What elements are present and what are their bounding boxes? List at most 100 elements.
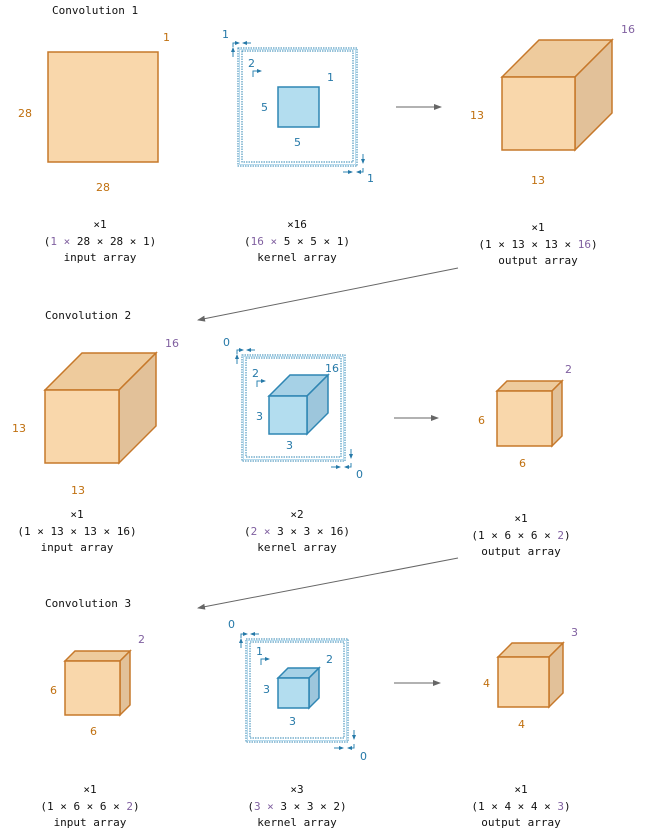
kernel-padding-frame [241, 354, 346, 462]
shape-segment: (1 × 13 × 13 × [478, 238, 577, 251]
section-title: Convolution 2 [45, 309, 131, 322]
input-height-label: 28 [18, 107, 32, 120]
shape-segment: (1 × 6 × 6 × [40, 800, 126, 813]
output-width-label: 6 [519, 457, 526, 470]
output-array-shape [496, 641, 565, 709]
input-width-label: 28 [96, 181, 110, 194]
input-multiplier: ×1 [93, 218, 106, 231]
shape-segment: 2 [126, 800, 133, 813]
shape-segment: 28 × 28 × 1) [70, 235, 156, 248]
output-height-label: 13 [470, 109, 484, 122]
input-caption: input array [54, 816, 127, 829]
input-array-shape [47, 51, 159, 163]
output-depth-label: 3 [571, 626, 578, 639]
kernel-shape-text: (3 × 3 × 3 × 2) [247, 800, 346, 813]
kernel-pad-label: 0 [223, 336, 230, 349]
output-multiplier: ×1 [531, 221, 544, 234]
kernel-pad_end-label: 0 [356, 468, 363, 481]
output-multiplier: ×1 [514, 783, 527, 796]
shape-segment: 2 [557, 529, 564, 542]
input-shape-text: (1 × 28 × 28 × 1) [44, 235, 157, 248]
output-shape-text: (1 × 13 × 13 × 16) [478, 238, 597, 251]
input-width-label: 13 [71, 484, 85, 497]
shape-segment: 3 [557, 800, 564, 813]
kernel-height-label: 3 [263, 683, 270, 696]
kernel-pad_end-label: 0 [360, 750, 367, 763]
kernel-depth-label: 1 [327, 71, 334, 84]
next-section-arrow [197, 267, 459, 322]
kernel-array-shape [277, 86, 320, 128]
kernel-width-label: 3 [286, 439, 293, 452]
next-section-arrow [197, 557, 459, 610]
kernel-caption: kernel array [257, 816, 337, 829]
kernel-width-label: 5 [294, 136, 301, 149]
output-height-label: 4 [483, 677, 490, 690]
output-width-label: 4 [518, 718, 525, 731]
kernel-array-shape [276, 666, 321, 710]
input-height-label: 13 [12, 422, 26, 435]
input-multiplier: ×1 [83, 783, 96, 796]
shape-segment: ( [247, 800, 254, 813]
input-depth-label: 2 [138, 633, 145, 646]
kernel-height-label: 5 [261, 101, 268, 114]
output-shape-text: (1 × 4 × 4 × 3) [471, 800, 570, 813]
section-title: Convolution 3 [45, 597, 131, 610]
output-array-shape [500, 38, 614, 152]
section-title: Convolution 1 [52, 4, 138, 17]
shape-segment: (1 × 6 × 6 × [471, 529, 557, 542]
kernel-depth-label: 2 [326, 653, 333, 666]
shape-segment: ) [564, 529, 571, 542]
input-depth-label: 16 [165, 337, 179, 350]
kernel-pad_end-label: 1 [367, 172, 374, 185]
kernel-caption: kernel array [257, 251, 337, 264]
output-width-label: 13 [531, 174, 545, 187]
shape-segment: ) [591, 238, 598, 251]
kernel-array-shape [267, 373, 330, 436]
input-depth-label: 1 [163, 31, 170, 44]
shape-segment: 1 × [50, 235, 70, 248]
kernel-padding-frame [245, 638, 349, 743]
input-multiplier: ×1 [70, 508, 83, 521]
kernel-width-label: 3 [289, 715, 296, 728]
shape-segment: ( [244, 525, 251, 538]
output-array-shape [495, 379, 564, 448]
input-array-shape [63, 649, 132, 717]
shape-segment: 2 × [251, 525, 271, 538]
kernel-multiplier: ×2 [290, 508, 303, 521]
padding-stride-arrows-icon [235, 348, 353, 469]
padding-stride-arrows-icon [231, 41, 365, 174]
shape-segment: ) [133, 800, 140, 813]
kernel-depth-label: 16 [325, 362, 339, 375]
kernel-stride-label: 1 [256, 645, 263, 658]
output-caption: output array [498, 254, 578, 267]
shape-segment: 3 × 3 × 16) [271, 525, 350, 538]
kernel-shape-text: (16 × 5 × 5 × 1) [244, 235, 350, 248]
shape-segment: (1 × 4 × 4 × [471, 800, 557, 813]
input-caption: input array [41, 541, 114, 554]
input-array-shape [43, 351, 158, 465]
kernel-multiplier: ×3 [290, 783, 303, 796]
shape-segment: (1 × 13 × 13 × 16) [17, 525, 136, 538]
output-shape-text: (1 × 6 × 6 × 2) [471, 529, 570, 542]
kernel-stride-label: 2 [252, 367, 259, 380]
shape-segment: ( [44, 235, 51, 248]
shape-segment: 5 × 5 × 1) [277, 235, 350, 248]
kernel-pad-label: 1 [222, 28, 229, 41]
shape-segment: 16 [578, 238, 591, 251]
input-height-label: 6 [50, 684, 57, 697]
input-shape-text: (1 × 13 × 13 × 16) [17, 525, 136, 538]
shape-segment: 3 × 3 × 2) [274, 800, 347, 813]
kernel-shape-text: (2 × 3 × 3 × 16) [244, 525, 350, 538]
output-depth-label: 16 [621, 23, 635, 36]
input-shape-text: (1 × 6 × 6 × 2) [40, 800, 139, 813]
shape-segment: ( [244, 235, 251, 248]
padding-stride-arrows-icon [239, 632, 356, 750]
output-caption: output array [481, 816, 561, 829]
output-multiplier: ×1 [514, 512, 527, 525]
input-caption: input array [64, 251, 137, 264]
shape-segment: ) [564, 800, 571, 813]
